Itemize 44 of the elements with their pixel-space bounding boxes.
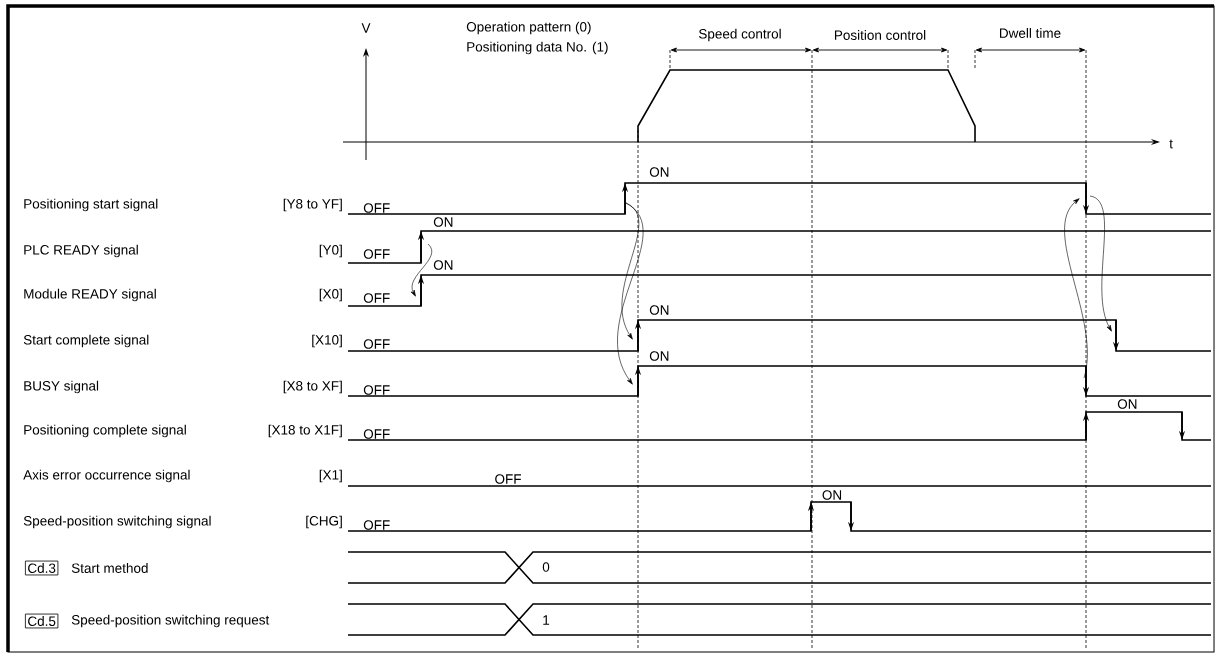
device-label: [X18 to X1F]	[268, 424, 342, 438]
signal-name: BUSY signal	[24, 380, 99, 394]
dimension-label: Dwell time	[1000, 28, 1061, 38]
device-label: [Y8 to YF]	[283, 198, 342, 212]
state-label: ON	[433, 217, 453, 227]
note-text: Operation pattern (0)	[466, 21, 591, 35]
parameter-box: Cd.3	[25, 560, 59, 576]
axis-label: t	[1169, 139, 1173, 149]
state-label: OFF	[495, 474, 521, 484]
parameter-name: Speed-position switching request	[71, 614, 270, 628]
dimension-label: Position control	[834, 30, 926, 40]
state-label: ON	[822, 490, 842, 500]
parameter-name: Start method	[71, 563, 148, 573]
state-label: OFF	[363, 249, 390, 259]
signal-name: Speed-position switching signal	[23, 515, 211, 529]
note-text: Positioning data No. (1)	[467, 41, 608, 55]
signal-name: PLC READY signal	[24, 244, 138, 258]
device-label: [Y0]	[319, 244, 342, 258]
state-label: OFF	[363, 520, 390, 530]
state-label: OFF	[363, 293, 390, 303]
state-label: OFF	[363, 385, 390, 395]
state-label: ON	[433, 260, 453, 270]
state-label: ON	[649, 167, 669, 177]
value-label: 1	[543, 615, 550, 625]
value-label: 0	[542, 562, 550, 572]
signal-name: Positioning start signal	[24, 198, 158, 212]
device-label: [X1]	[319, 469, 342, 483]
state-label: ON	[649, 351, 669, 361]
parameter-box: Cd.5	[25, 613, 59, 629]
state-label: ON	[649, 305, 669, 315]
device-label: [X0]	[319, 288, 342, 302]
device-label: [X8 to XF]	[283, 380, 342, 394]
dimension-label: Speed control	[698, 28, 781, 42]
signal-name: Axis error occurrence signal	[23, 469, 190, 483]
state-label: OFF	[363, 339, 390, 349]
state-label: ON	[1117, 399, 1137, 409]
device-label: [CHG]	[306, 515, 342, 529]
device-label: [X10]	[312, 334, 342, 348]
signal-name: Module READY signal	[24, 288, 156, 302]
state-label: OFF	[363, 203, 390, 213]
signal-name: Start complete signal	[23, 334, 149, 348]
state-label: OFF	[363, 429, 390, 439]
axis-label: V	[361, 23, 371, 33]
signal-name: Positioning complete signal	[24, 424, 186, 438]
